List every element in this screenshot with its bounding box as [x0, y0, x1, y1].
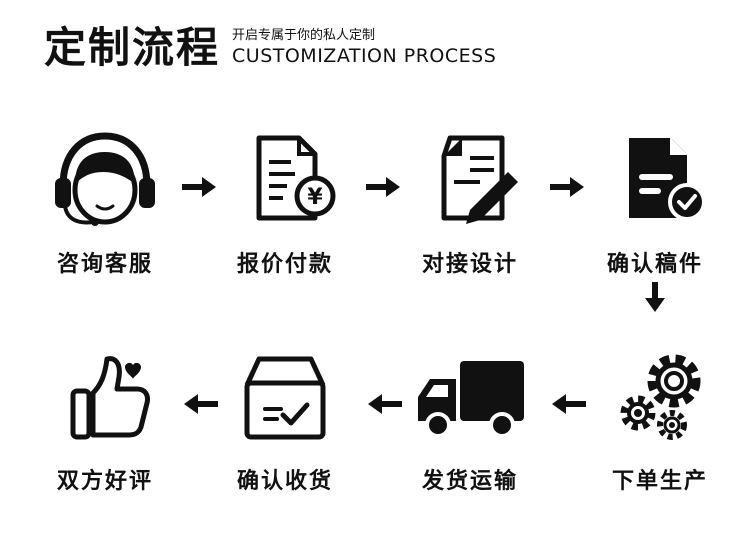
delivery-truck-icon [418, 361, 524, 438]
page-header: 定制流程 开启专属于你的私人定制 CUSTOMIZATION PROCESS [44, 22, 496, 74]
step-label: 确认稿件 [606, 252, 703, 277]
arrow-left-icon [552, 394, 586, 414]
arrow-right-icon [366, 177, 400, 197]
arrow-down-icon [645, 282, 665, 312]
step-confirm-receipt: 确认收货 [215, 345, 355, 495]
subtitle-chinese: 开启专属于你的私人定制 [232, 28, 376, 43]
arrow-left-icon [184, 394, 218, 414]
step-label: 对接设计 [421, 252, 518, 277]
step-label: 咨询客服 [56, 252, 153, 277]
customer-service-headset-icon [55, 132, 155, 226]
arrow-right-icon [182, 177, 216, 197]
invoice-payment-yuan-icon: ¥ [256, 135, 336, 221]
step-label: 报价付款 [236, 252, 333, 277]
step-confirm-draft: 确认稿件 [585, 128, 725, 278]
arrow-right-icon [550, 177, 584, 197]
document-check-icon [629, 138, 706, 221]
step-label: 下单生产 [611, 469, 708, 494]
step-consult-service: 咨询客服 [35, 128, 175, 278]
step-label: 双方好评 [56, 469, 153, 494]
svg-text:¥: ¥ [307, 185, 323, 210]
step-good-review: 双方好评 [35, 345, 175, 495]
step-label: 确认收货 [236, 469, 333, 494]
subtitle-english: CUSTOMIZATION PROCESS [232, 45, 497, 67]
step-quote-payment: ¥ 报价付款 [215, 128, 355, 278]
subtitle-block: 开启专属于你的私人定制 CUSTOMIZATION PROCESS [232, 28, 496, 68]
gears-production-icon [620, 354, 701, 440]
document-pen-design-icon [441, 135, 518, 224]
step-shipping: 发货运输 [400, 345, 540, 495]
thumbs-up-heart-icon [70, 356, 150, 440]
page-title: 定制流程 [44, 23, 221, 72]
step-label: 发货运输 [421, 469, 518, 494]
step-production: 下单生产 [590, 345, 730, 495]
package-check-icon [244, 356, 326, 440]
step-design: 对接设计 [400, 128, 540, 278]
arrow-left-icon [368, 394, 402, 414]
